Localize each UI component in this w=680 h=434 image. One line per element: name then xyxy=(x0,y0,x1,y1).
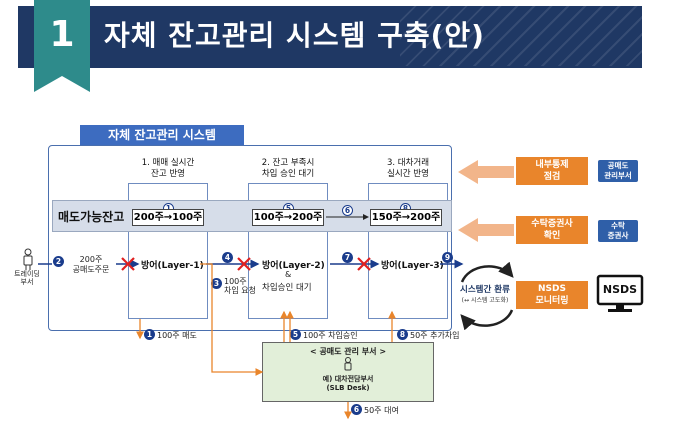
nsds-label: NSDS xyxy=(602,283,638,296)
balance-box-1: 200주→100주 xyxy=(132,209,204,226)
lending-dept-desc: 예) 대차전담부서(SLB Desk) xyxy=(322,375,374,392)
note-1-marker: 1 xyxy=(144,329,155,340)
system-tab-label: 자체 잔고관리 시스템 xyxy=(80,125,244,145)
note-8-text: 50주 추가차입 xyxy=(410,331,460,340)
note-1-text: 100주 매도 xyxy=(157,331,197,340)
internal-control-arrow xyxy=(458,160,514,184)
trader-person-icon xyxy=(23,248,33,270)
note-8-marker: 8 xyxy=(397,329,408,340)
section-number-badge: 1 xyxy=(34,0,90,92)
balance-box-2: 100주→200주 xyxy=(252,209,324,226)
lending-person-icon xyxy=(344,357,352,371)
layer-2-ampersand: & xyxy=(285,270,292,279)
note-6-marker: 6 xyxy=(351,404,362,415)
step-4-marker: 4 xyxy=(222,252,233,263)
note-5-text: 100주 차입승인 xyxy=(303,331,358,340)
note-6-text: 50주 대여 xyxy=(364,406,399,415)
step-2-marker: 2 xyxy=(53,256,64,267)
balance-box-3: 150주→200주 xyxy=(370,209,442,226)
banner-rule xyxy=(18,66,642,68)
defense-layer-2: 방어(Layer-2) xyxy=(262,261,325,271)
borrow-request-arrow xyxy=(200,263,264,376)
defense-layer-3: 방어(Layer-3) xyxy=(381,261,444,271)
lending-dept-box xyxy=(262,342,434,402)
sync-cycle-icon xyxy=(460,261,514,331)
system-feedback-label: 시스템간 환류 (↔ 시스템 고도화) xyxy=(460,285,510,304)
nsds-monitor-icon xyxy=(596,274,644,312)
step-6-marker: 6 xyxy=(342,205,353,216)
banner-pattern xyxy=(400,6,642,66)
lending-dept-title: < 공매도 관리 부서 > xyxy=(309,347,387,356)
page-title: 자체 잔고관리 시스템 구축(안) xyxy=(104,19,485,52)
block-x-icon xyxy=(121,257,371,271)
custody-arrow xyxy=(458,218,514,242)
defense-layer-1: 방어(Layer-1) xyxy=(141,261,204,271)
step-9-marker: 9 xyxy=(442,252,453,263)
layer-2-wait-label: 차입승인 대기 xyxy=(262,283,312,293)
step-3-marker: 3 xyxy=(211,278,222,289)
note-5-marker: 5 xyxy=(290,329,301,340)
sellable-balance-label: 매도가능잔고 xyxy=(58,210,125,224)
step-7-marker: 7 xyxy=(342,252,353,263)
title-banner xyxy=(18,6,642,66)
section-number: 1 xyxy=(49,14,75,55)
